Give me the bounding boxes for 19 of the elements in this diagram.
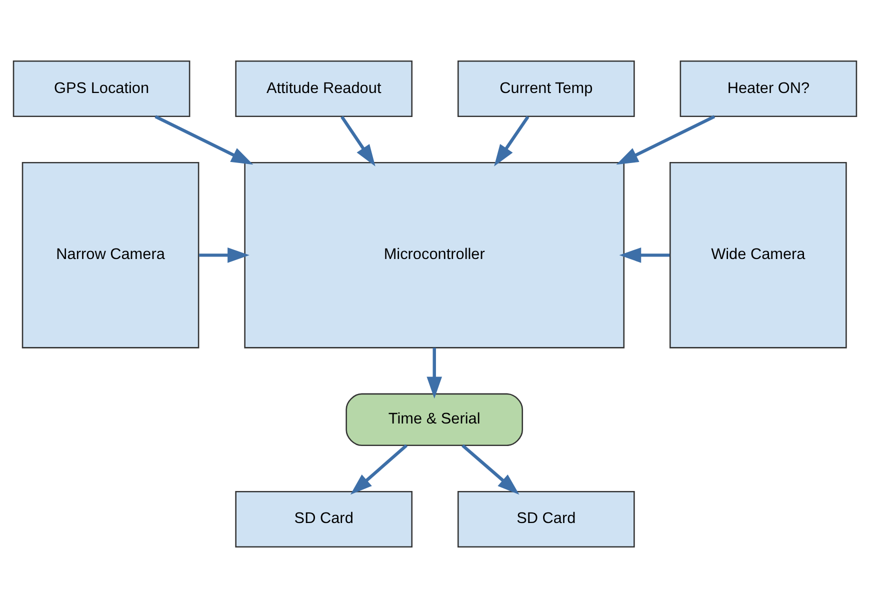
arrow (616, 115, 716, 165)
arrow (426, 348, 442, 399)
node-box: GPS Location (12, 60, 190, 118)
node-box: Attitude Readout (235, 60, 413, 118)
node-box: Narrow Camera (22, 162, 200, 348)
node-box: SD Card (457, 490, 635, 548)
node-box: Wide Camera (670, 162, 847, 348)
node-box: Heater ON? (680, 60, 858, 118)
arrow (199, 248, 250, 263)
arrow (462, 444, 520, 495)
arrow (154, 115, 254, 165)
arrow (350, 444, 408, 495)
arrow (619, 248, 670, 263)
node-box: SD Card (235, 490, 413, 548)
arrow (340, 116, 376, 166)
arrow (494, 116, 530, 166)
node-box: Current Temp (457, 60, 635, 118)
node-box: Time & Serial (346, 393, 524, 446)
node-box: Microcontroller (244, 162, 625, 348)
